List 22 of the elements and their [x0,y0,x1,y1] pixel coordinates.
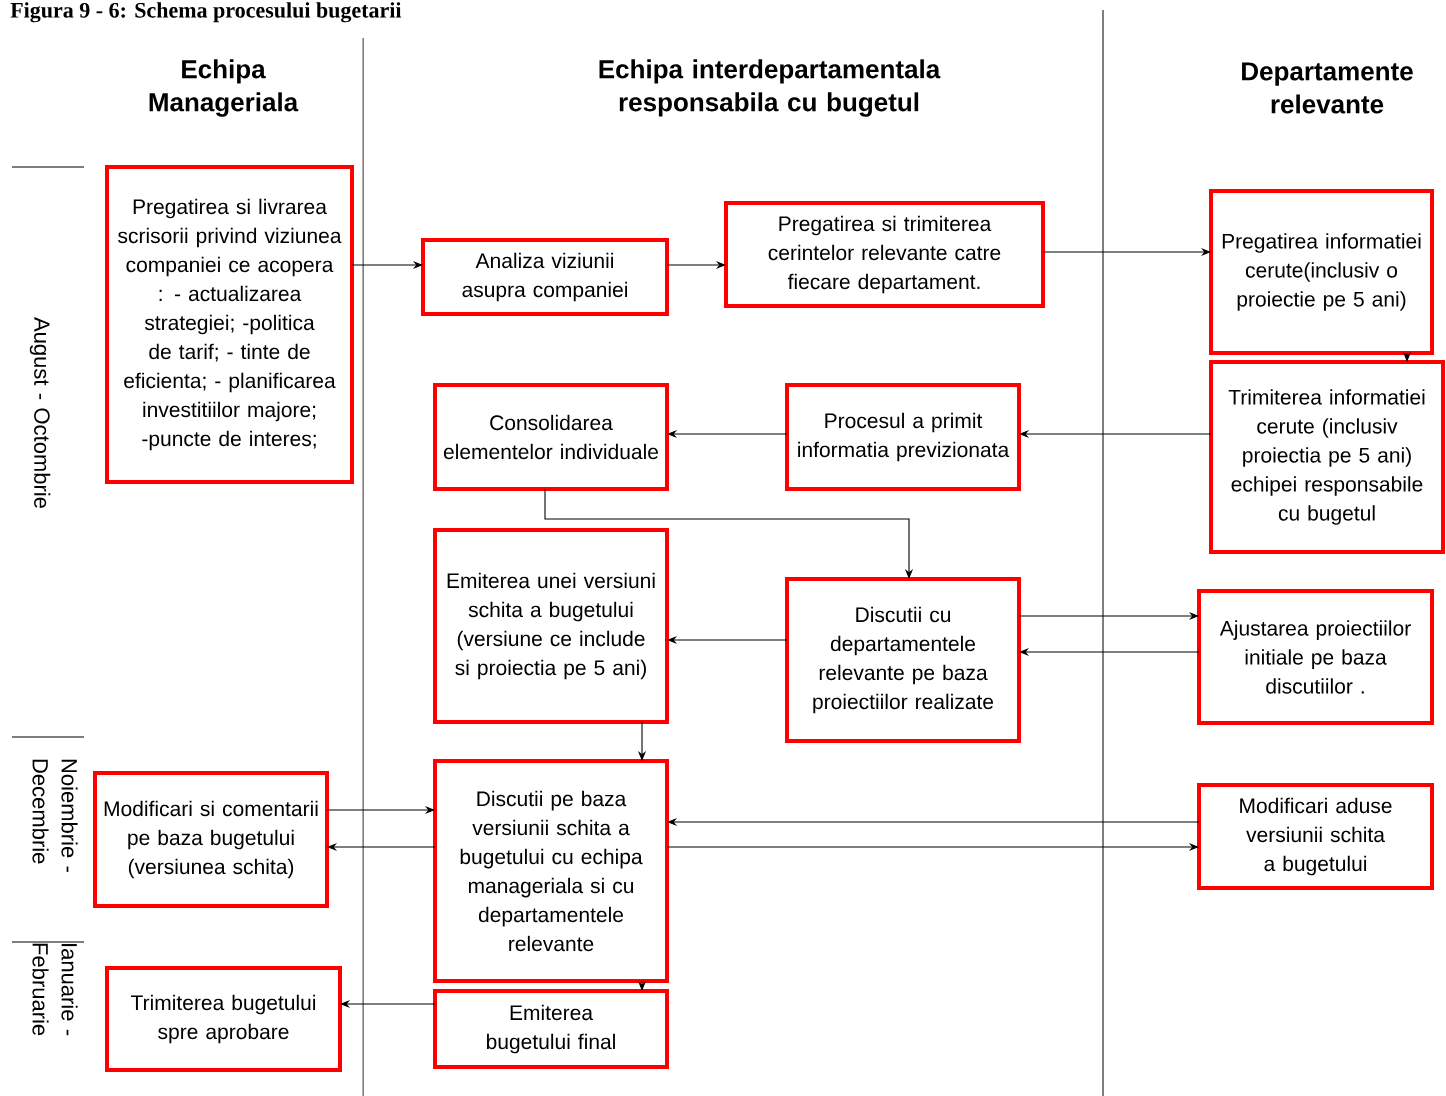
column-heading: Departamente relevante [1242,62,1413,114]
column-heading: Echipa interdepartamentala responsabila cu bugetul [599,59,941,117]
process-box: Trimiterea bugetului spre aprobare [105,966,342,1072]
process-box: Discutii pe baza versiunii schita a bugetului cu echipa manageriala si cu departamentele relevante [433,759,669,983]
process-box: Analiza viziunii asupra companiei [421,238,669,316]
column-heading: Echipa Manageriala [149,59,299,117]
process-box: Pregatirea informatiei cerute(inclusiv o proiectie pe 5 ani) [1209,189,1434,355]
figure-title: Figura 9 - 6: Schema procesului bugetarii [10,2,402,23]
process-box: Modificari aduse versiunii schita a bugetului [1197,783,1434,890]
process-box: Ajustarea proiectiilor initiale pe baza discutiilor . [1197,589,1434,725]
period-label: Ianuarie - Februarie [32,943,78,1036]
process-box: Modificari si comentarii pe baza bugetului (versiunea schita) [93,771,329,908]
process-box: Procesul a primit informatia previzionata [785,383,1021,491]
process-box: Consolidarea elementelor individuale [433,383,669,491]
process-box: Pregatirea si trimiterea cerintelor relevante catre fiecare departament. [724,201,1045,308]
process-box: Emiterea unei versiuni schita a bugetului (versiune ce include si proiectia pe 5 ani) [433,528,669,724]
period-label: August - Octombrie [29,317,51,508]
process-box: Emiterea bugetului final [433,989,669,1069]
process-box: Discutii cu departamentele relevante pe baza proiectiilor realizate [785,577,1021,743]
process-box: Trimiterea informatiei cerute (inclusiv proiectia pe 5 ani) echipei responsabile cu bugetul [1209,360,1445,554]
arrow [544,488,914,579]
process-box: Pregatirea si livrarea scrisorii privind viziunea companiei ce acopera : - actualizarea strategiei; -politica de tarif; - tinte de eficienta; - planificarea investitiilor majore; -puncte de interes; [105,165,354,484]
